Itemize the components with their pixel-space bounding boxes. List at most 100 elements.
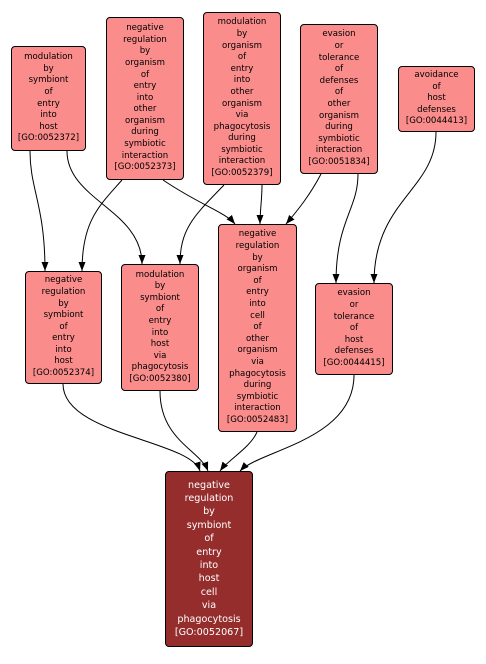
node-label-line: symbiont bbox=[28, 75, 69, 86]
edge-52373-to-52374 bbox=[78, 179, 123, 272]
node-label-line: of bbox=[155, 304, 165, 315]
edge-51834-to-44415 bbox=[332, 173, 359, 284]
node-label-line: organism bbox=[318, 110, 360, 121]
node-label-line: into bbox=[151, 327, 169, 338]
node-label-line: organism bbox=[221, 40, 263, 51]
edge-52372-to-52374 bbox=[29, 150, 49, 272]
node-label-line: [GO:0052067] bbox=[174, 627, 244, 639]
node-label-line: into bbox=[233, 75, 251, 86]
node-label-line: via bbox=[153, 350, 167, 361]
edge-52373-to-52483 bbox=[162, 179, 236, 225]
node-label-line: into bbox=[249, 299, 266, 310]
node-label-line: interaction bbox=[121, 150, 169, 161]
node-label-line: into bbox=[40, 110, 57, 121]
node-label-line: defenses bbox=[319, 75, 359, 86]
node-label-line: host bbox=[344, 334, 364, 345]
node-label-line: modulation bbox=[24, 52, 73, 63]
node-label-line: modulation bbox=[135, 269, 185, 280]
node-label-line: by bbox=[154, 281, 166, 292]
node-label-line: avoidance bbox=[414, 70, 459, 81]
node-label-line: evasion bbox=[337, 288, 371, 299]
node-label-line: of bbox=[349, 323, 359, 334]
node-label-line: regulation bbox=[41, 286, 86, 297]
node-label-line: host bbox=[150, 339, 170, 350]
edge-52372-to-52380 bbox=[66, 150, 146, 265]
node-label-line: of bbox=[140, 69, 150, 80]
node-label-line: regulation bbox=[235, 241, 280, 252]
node-label-line: other bbox=[246, 333, 269, 344]
edge-52380-to-52067 bbox=[159, 390, 209, 472]
node-label-line: phagocytosis bbox=[213, 121, 271, 132]
node-label-line: of bbox=[237, 52, 247, 63]
node-label-line: negative bbox=[126, 23, 164, 34]
edge-52374-to-52067 bbox=[62, 383, 201, 472]
edge-52483-to-52067 bbox=[219, 431, 258, 472]
node-label-line: phagocytosis bbox=[131, 362, 189, 373]
node-label-line: by bbox=[139, 46, 151, 57]
node-label-line: host bbox=[39, 121, 58, 132]
edge-52379-to-52380 bbox=[176, 184, 225, 265]
node-label-line: during bbox=[228, 133, 256, 144]
node-label-line: of bbox=[253, 322, 262, 333]
node-label-line: evasion bbox=[322, 29, 356, 40]
node-label-line: entry bbox=[52, 333, 75, 344]
node-label-line: into bbox=[55, 344, 72, 355]
node-label-line: phagocytosis bbox=[177, 613, 241, 625]
node-label-line: [GO:0052483] bbox=[226, 414, 289, 425]
node-label-line: [GO:0044415] bbox=[323, 357, 385, 368]
node-label-line: defenses bbox=[334, 346, 374, 357]
node-label-line: other bbox=[327, 99, 351, 109]
node-label-line: [GO:0052374] bbox=[32, 368, 95, 379]
node-label-line: entry bbox=[133, 81, 157, 92]
node-label-line: of bbox=[432, 81, 441, 92]
node-label-line: during bbox=[325, 122, 353, 133]
node-label-line: by bbox=[252, 252, 263, 263]
node-label-line: of bbox=[334, 64, 344, 75]
node-label-line: via bbox=[251, 356, 264, 367]
node-label-line: phagocytosis bbox=[229, 368, 286, 379]
node-label-line: [GO:0052379] bbox=[211, 168, 273, 179]
node-label-line: into bbox=[199, 560, 219, 571]
node-label-line: entry bbox=[196, 546, 222, 558]
node-label-line: by bbox=[236, 28, 248, 39]
node-label-line: into bbox=[136, 92, 154, 103]
node-label-line: host bbox=[54, 356, 73, 367]
node-label-line: modulation bbox=[217, 17, 267, 28]
node-label-line: tolerance bbox=[333, 311, 375, 322]
node-label-line: tolerance bbox=[318, 52, 360, 63]
node-label-line: negative bbox=[44, 275, 83, 286]
node-label-line: symbiotic bbox=[124, 139, 166, 150]
node-label-line: symbiont bbox=[186, 519, 232, 531]
node-label-line: cell bbox=[200, 586, 218, 598]
node-label-line: regulation bbox=[184, 492, 234, 504]
node-label-line: of bbox=[204, 533, 214, 545]
node-label-line: symbiotic bbox=[236, 391, 279, 402]
node-label-line: symbiotic bbox=[318, 133, 360, 144]
node-label-line: interaction bbox=[218, 156, 266, 167]
node-label-line: or bbox=[349, 300, 359, 311]
node-label-line: negative bbox=[188, 479, 230, 491]
node-label-line: organism bbox=[124, 115, 166, 126]
node-label-line: entry bbox=[37, 98, 60, 109]
node-label-line: [GO:0052372] bbox=[17, 133, 80, 144]
node-label-line: interaction bbox=[315, 145, 363, 156]
node-label-line: via bbox=[201, 600, 217, 612]
